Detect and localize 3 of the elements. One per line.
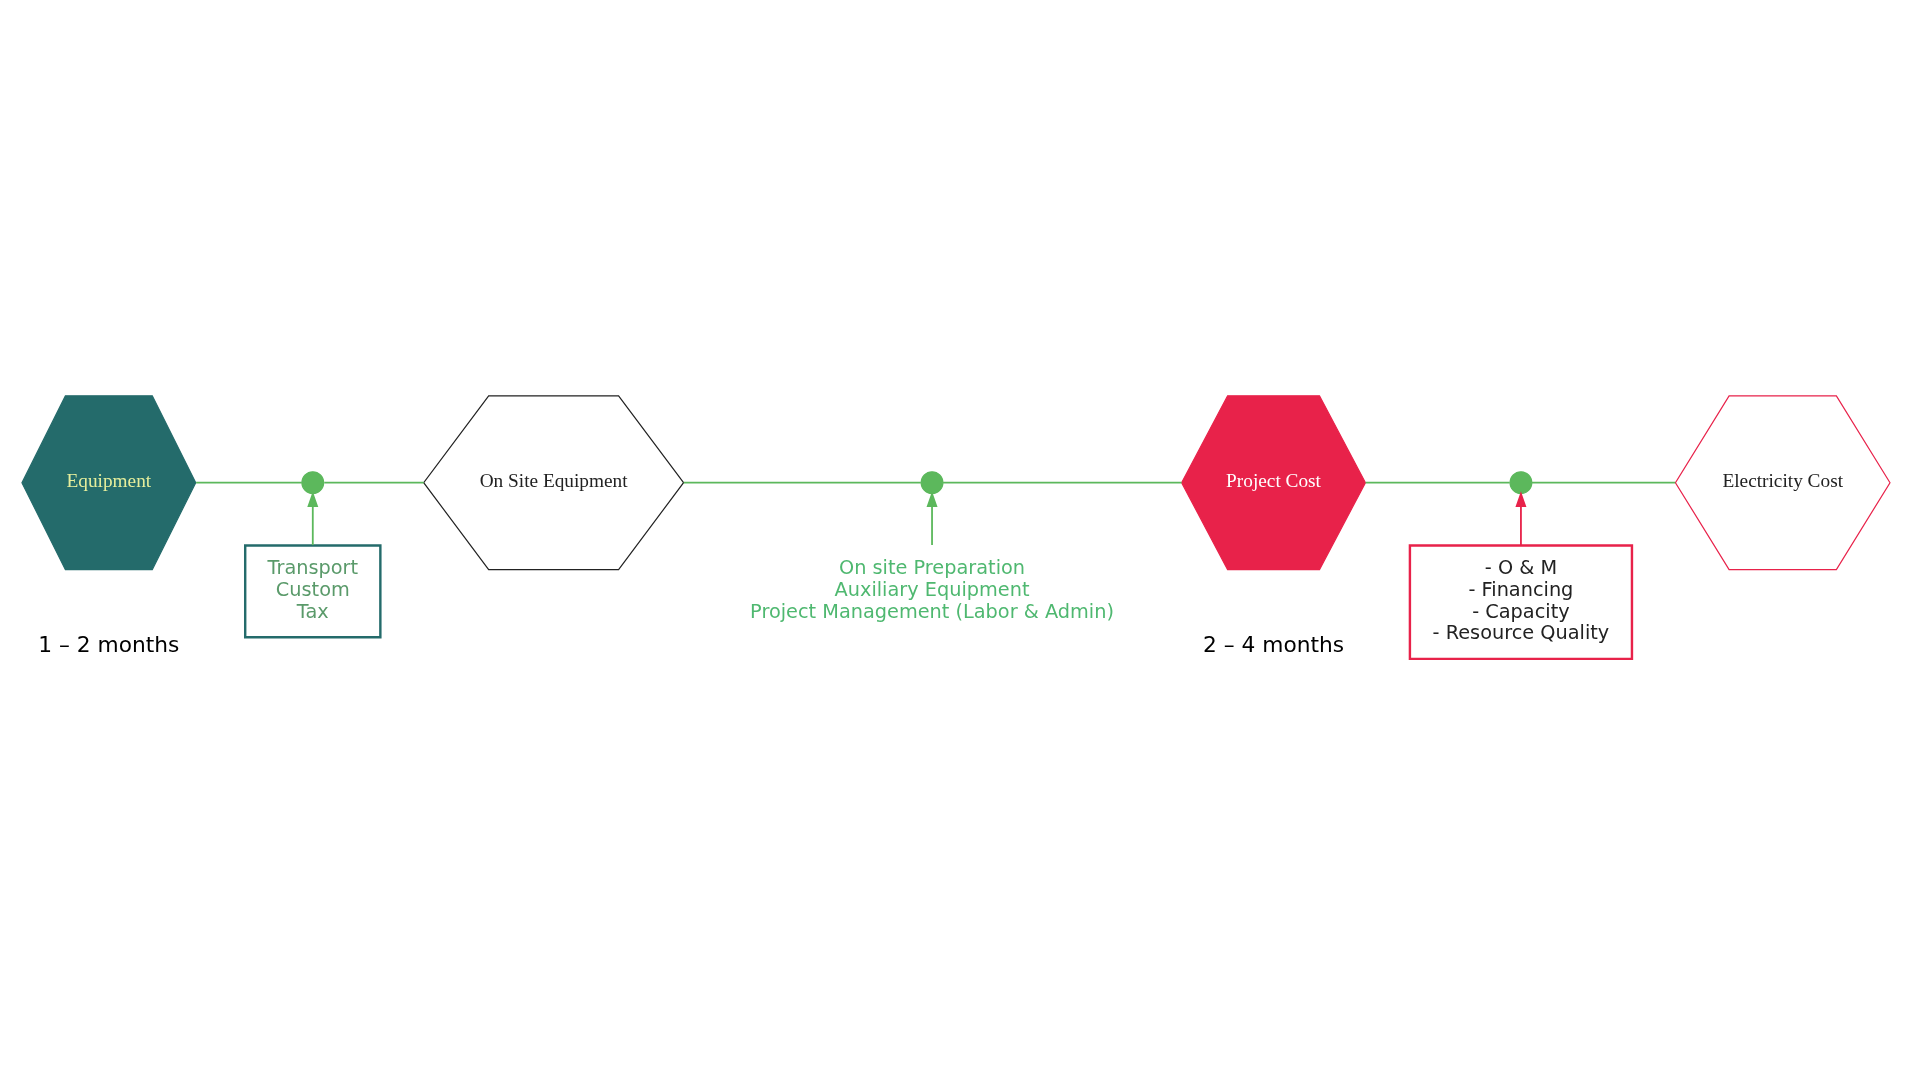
label: 2 – 4 months	[1203, 631, 1345, 657]
node-text: On site Preparation Auxiliary Equipment Project Management (Labor & Admin)	[750, 555, 1114, 623]
label: 1 – 2 months	[38, 631, 180, 657]
